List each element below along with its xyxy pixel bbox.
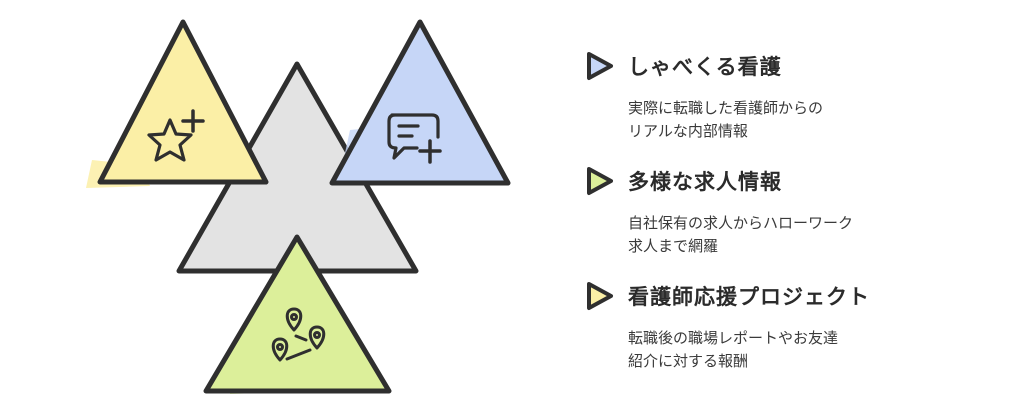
play-triangle-icon bbox=[587, 52, 613, 80]
list-item: 看護師応援プロジェクト 転職後の職場レポートやお友達 紹介に対する報酬 bbox=[582, 279, 1002, 373]
pyramid-diagram bbox=[86, 19, 511, 394]
triangle-green bbox=[203, 234, 392, 394]
star-plus-icon bbox=[147, 109, 205, 162]
list-item: 多様な求人情報 自社保有の求人からハローワーク 求人まで網羅 bbox=[582, 164, 1002, 258]
play-triangle-icon bbox=[587, 282, 613, 310]
item-description: 自社保有の求人からハローワーク 求人まで網羅 bbox=[628, 214, 854, 255]
item-description: 実際に転職した看護師からの リアルな内部情報 bbox=[628, 99, 824, 140]
item-description: 転職後の職場レポートやお友達 紹介に対する報酬 bbox=[628, 329, 839, 370]
list-item: しゃべくる看護 実際に転職した看護師からの リアルな内部情報 bbox=[582, 49, 1002, 143]
chat-plus-icon bbox=[387, 113, 442, 164]
item-title: 看護師応援プロジェクト bbox=[628, 285, 870, 309]
triangle-blue bbox=[329, 19, 511, 186]
item-title: しゃべくる看護 bbox=[628, 55, 782, 79]
item-title: 多様な求人情報 bbox=[628, 170, 782, 194]
map-pins-icon bbox=[271, 307, 326, 362]
play-triangle-icon bbox=[587, 167, 613, 195]
triangle-yellow bbox=[86, 19, 269, 188]
